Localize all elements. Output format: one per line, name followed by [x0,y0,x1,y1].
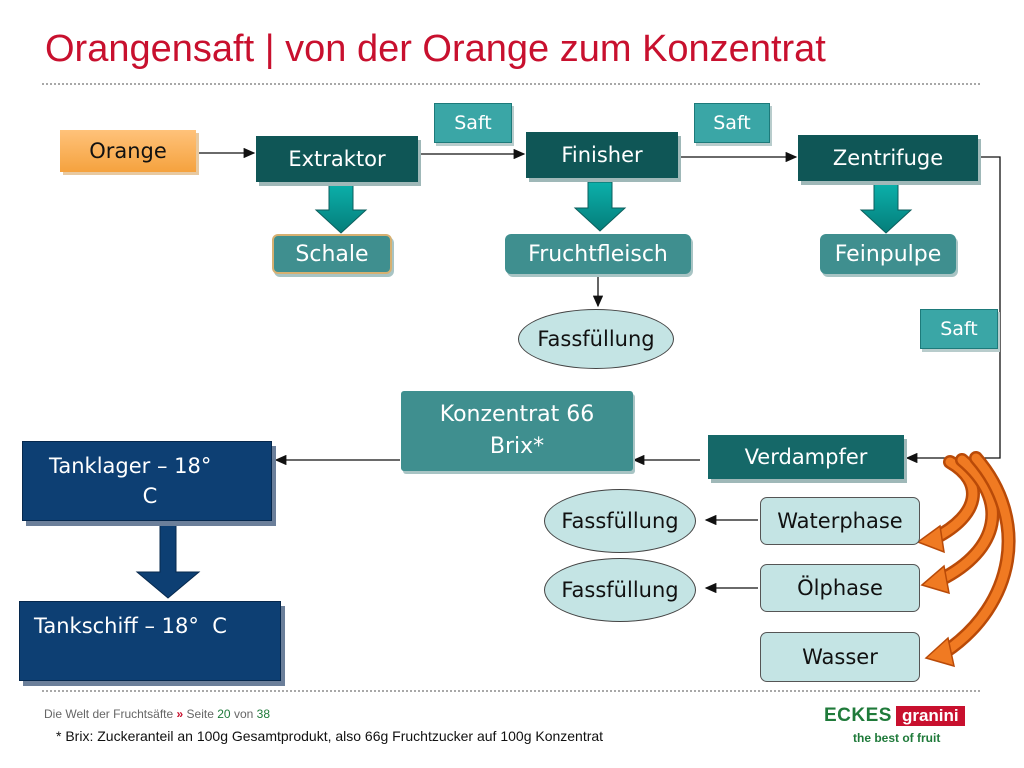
konzentrat-line-2: Brix* [489,434,545,459]
teal-arrow-finisher-fruchtfleisch-icon [573,181,627,232]
arrow-zentrifuge-verdampfer [905,156,1001,464]
footer-divider [42,690,980,692]
footer-page-total: 38 [256,707,271,721]
footer-separator: » [176,707,184,721]
teal-arrow-zentrifuge-feinpulpe-icon [859,183,913,234]
tanklager-line-2: C [142,484,158,508]
node-feinpulpe: Feinpulpe [820,234,956,274]
konzentrat-line-1: Konzentrat 66 [439,402,595,427]
node-orange: Orange [60,130,196,172]
node-extraktor: Extraktor [256,136,418,182]
node-oelphase: Ölphase [760,564,920,612]
node-waterphase: Waterphase [760,497,920,545]
page-title: Orangensaft | von der Orange zum Konzent… [45,28,826,70]
node-tanklager: Tanklager – 18° C [22,441,272,521]
label-saft-1: Saft [434,103,512,143]
logo-brand-granini: granini [895,706,965,726]
footer-von-label: von [233,707,254,721]
title-divider [42,83,980,85]
node-tankschiff: Tankschiff – 18° C [19,601,281,681]
orange-curve-arrows-icon [928,451,1016,659]
node-schale: Schale [272,234,392,274]
label-saft-2: Saft [694,103,770,143]
footer-page-number: 20 [217,707,231,721]
node-fassfuellung-3: Fassfüllung [544,558,696,622]
node-konzentrat: Konzentrat 66 Brix* [401,391,633,471]
navy-arrow-tanklager-tankschiff-icon [135,523,201,599]
node-fassfuellung-2: Fassfüllung [544,489,696,553]
label-saft-3: Saft [920,309,998,349]
footer-title: Die Welt der Fruchtsäfte [44,707,174,721]
footer-text: Die Welt der Fruchtsäfte » Seite 20 von … [44,707,270,721]
logo-brand-eckes: ECKES [824,705,892,726]
logo-eckes-granini: ECKES granini [824,704,980,728]
node-finisher: Finisher [526,132,678,178]
teal-arrow-extraktor-schale-icon [314,183,368,234]
node-fruchtfleisch: Fruchtfleisch [505,234,691,274]
orange-arrowheads-icon [916,524,955,668]
tanklager-line-1: Tanklager – 18° [49,454,212,478]
node-wasser: Wasser [760,632,920,682]
node-verdampfer: Verdampfer [708,435,904,479]
logo-tagline: the best of fruit [853,731,941,745]
node-fassfuellung-1: Fassfüllung [518,309,674,369]
node-zentrifuge: Zentrifuge [798,135,978,181]
footer-seite-label: Seite [186,707,214,721]
footnote-brix: * Brix: Zuckeranteil an 100g Gesamtprodu… [56,728,604,744]
